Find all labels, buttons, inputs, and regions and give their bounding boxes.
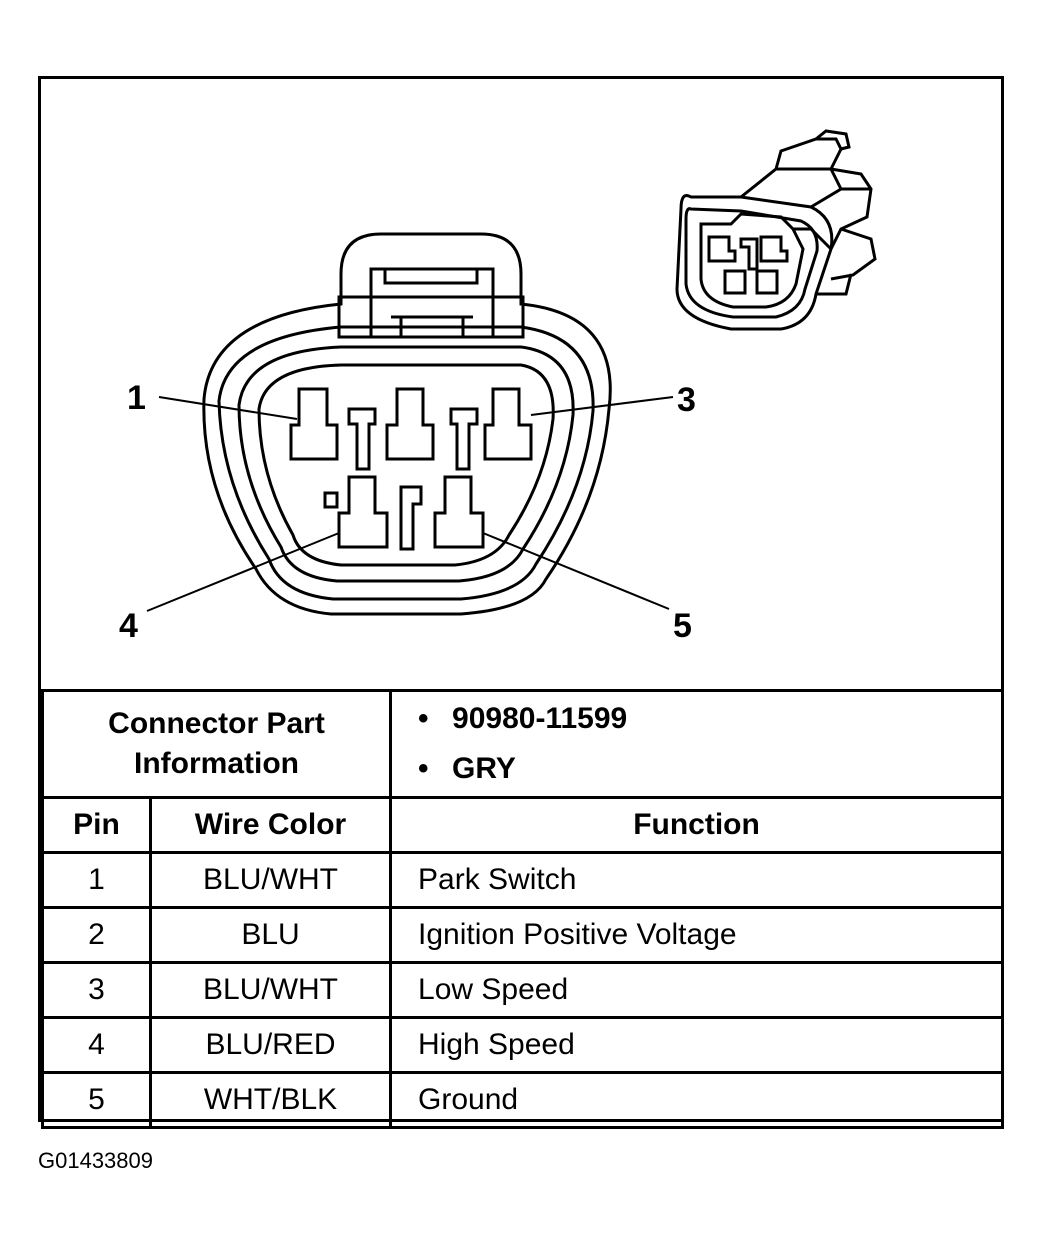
pin-cell: 1 [41,851,152,909]
connector-shell-line-3 [237,345,575,583]
pin-1-terminal [289,387,339,461]
callout-pin-3: 3 [677,381,696,419]
function-cell: Low Speed [389,961,1005,1019]
table-row: 5 WHT/BLK Ground [41,1071,1005,1129]
pin-cell: 5 [41,1071,152,1129]
pin-4-terminal [337,475,389,549]
connector-info-label-line1: Connector Part [108,707,325,740]
connector-part-number: 90980-11599 [418,694,1001,744]
header-wire-color: Wire Color [148,796,393,854]
wire-color-cell: WHT/BLK [148,1071,393,1129]
table-header-row: Pin Wire Color Function [41,796,1005,854]
connector-shell-line-2 [217,325,595,601]
pin-cell: 2 [41,906,152,964]
connector-color: GRY [418,744,1001,794]
pin-cell: 4 [41,1016,152,1074]
callout-pin-4: 4 [119,607,138,645]
header-pin: Pin [41,796,152,854]
figure-id: G01433809 [38,1148,153,1173]
wire-color-cell: BLU/WHT [148,961,393,1019]
table-row: 2 BLU Ignition Positive Voltage [41,906,1005,964]
key-slot-1 [347,407,377,471]
diagram-frame: 1 3 4 5 Connector Part Information 90980… [38,76,1005,1129]
connector-table: Connector Part Information 90980-11599 G… [40,689,1005,1129]
callout-pin-5: 5 [673,607,692,645]
table-row: 3 BLU/WHT Low Speed [41,961,1005,1019]
function-cell: Park Switch [389,851,1005,909]
connector-shell-line-4 [257,363,555,567]
connector-outer-shell [202,232,612,616]
header-function: Function [389,796,1005,854]
wire-color-cell: BLU/RED [148,1016,393,1074]
key-slot-2 [449,407,479,471]
table-row: 1 BLU/WHT Park Switch [41,851,1005,909]
wire-color-cell: BLU [148,906,393,964]
pin-cell: 3 [41,961,152,1019]
pin-5-terminal [433,475,485,549]
connector-diagram: 1 3 4 5 [119,129,877,645]
pin-2-terminal [385,387,435,461]
connector-info-list: 90980-11599 GRY [389,689,1005,799]
latch-top [383,267,479,285]
key-slot-3 [399,485,423,551]
polarity-mark [323,491,339,509]
function-cell: Ignition Positive Voltage [389,906,1005,964]
function-cell: High Speed [389,1016,1005,1074]
connector-info-row: Connector Part Information 90980-11599 G… [40,689,1005,799]
function-cell: Ground [389,1071,1005,1129]
wire-color-cell: BLU/WHT [148,851,393,909]
connector-info-label-line2: Information [134,747,299,780]
pin-3-terminal [483,387,533,461]
connector-3d-view [675,129,877,331]
connector-info-label: Connector Part Information [40,689,393,799]
table-row: 4 BLU/RED High Speed [41,1016,1005,1074]
callout-pin-1: 1 [127,379,146,417]
